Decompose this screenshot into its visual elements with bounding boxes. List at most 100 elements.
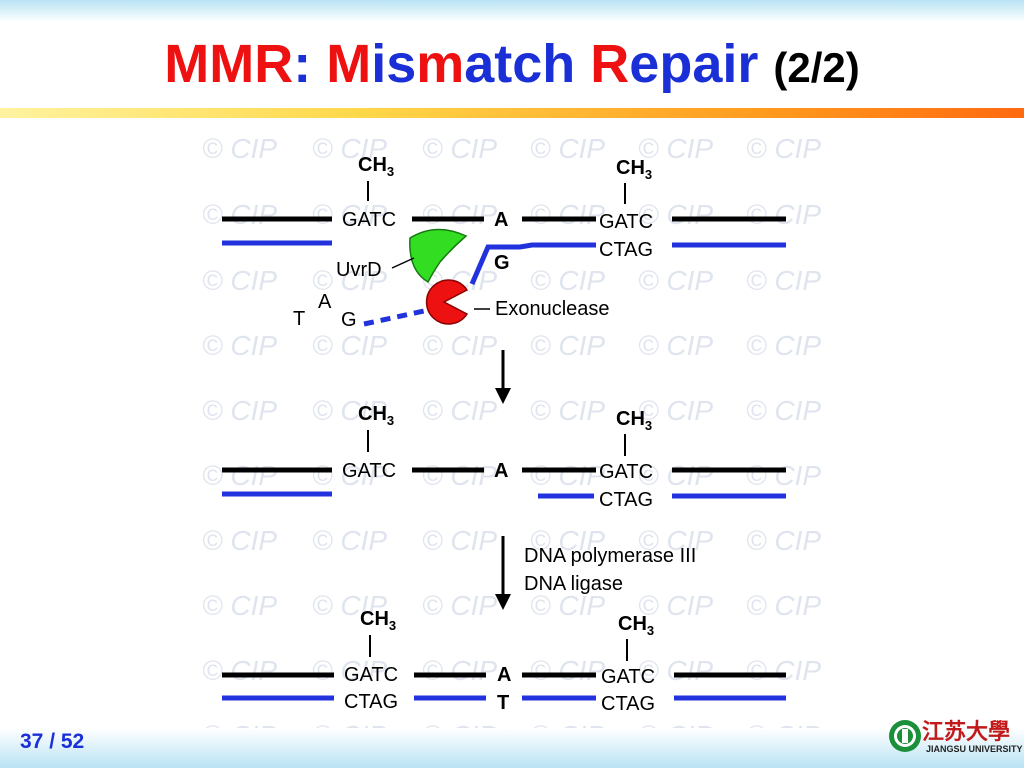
title-epair: epair xyxy=(629,34,759,94)
title-mmr: MMR xyxy=(164,34,294,94)
title-colon: : xyxy=(293,34,327,94)
base-a-label: A xyxy=(497,664,511,686)
watermark-text: © CIP xyxy=(530,655,605,686)
university-logo-icon xyxy=(889,720,921,752)
watermark-text: © CIP xyxy=(746,330,821,361)
watermark-text: © CIP xyxy=(638,330,713,361)
watermark-text: © CIP xyxy=(638,655,713,686)
ctag-label: CTAG xyxy=(344,691,398,713)
watermark-text: © CIP xyxy=(202,133,277,164)
watermark-text: © CIP xyxy=(312,655,387,686)
displaced-strand xyxy=(469,242,596,285)
base-t-label: T xyxy=(497,692,509,714)
methyl-label: CH3 xyxy=(358,154,394,179)
watermark-text: © CIP xyxy=(312,265,387,296)
panel-1: CH3 GATC A CH3 GATC CTAG G UvrD Exonucle… xyxy=(222,154,786,331)
title-m2: m xyxy=(416,34,465,94)
watermark-text: © CIP xyxy=(422,330,497,361)
watermark-text: © CIP xyxy=(422,133,497,164)
watermark-text: © CIP xyxy=(746,525,821,556)
base-a-label: A xyxy=(494,460,508,482)
watermark-text: © CIP xyxy=(638,133,713,164)
gatc-label: GATC xyxy=(342,460,396,482)
watermark-text: © CIP xyxy=(422,395,497,426)
watermark-text: © CIP xyxy=(638,199,713,230)
watermark-text: © CIP xyxy=(530,525,605,556)
panel-3: CH3 GATC A CH3 GATC CTAG T CTAG xyxy=(222,608,786,715)
gatc-label: GATC xyxy=(599,211,653,233)
watermark-text: © CIP xyxy=(202,265,277,296)
arrow-head xyxy=(495,594,511,610)
watermark-text: © CIP xyxy=(202,525,277,556)
watermark-text: © CIP xyxy=(530,460,605,491)
watermark-text: © CIP xyxy=(530,395,605,426)
watermark-text: © CIP xyxy=(638,395,713,426)
watermark-text: © CIP xyxy=(746,460,821,491)
panel-2: CH3 GATC A CH3 GATC CTAG xyxy=(222,403,786,511)
watermark-text: © CIP xyxy=(530,590,605,621)
watermark-text: © CIP xyxy=(746,133,821,164)
watermark-text: © CIP xyxy=(202,395,277,426)
watermark-text: © CIP xyxy=(312,395,387,426)
watermark-text: © CIP xyxy=(312,199,387,230)
watermark-text: © CIP xyxy=(312,590,387,621)
title-m: M xyxy=(326,34,372,94)
watermark-text: © CIP xyxy=(202,590,277,621)
gatc-label: GATC xyxy=(601,666,655,688)
step2-enzyme-label: DNA polymerase III xyxy=(524,545,696,567)
watermark-text: © CIP xyxy=(746,655,821,686)
base-g-label: G xyxy=(494,252,510,274)
methyl-label: CH3 xyxy=(616,157,652,182)
watermark-text: © CIP xyxy=(312,525,387,556)
gatc-label: GATC xyxy=(342,209,396,231)
methyl-label: CH3 xyxy=(618,613,654,638)
watermark-text: © CIP xyxy=(422,460,497,491)
watermark-text: © CIP xyxy=(746,395,821,426)
university-logo: 江苏大學 JIANGSU UNIVERSITY xyxy=(888,712,1023,762)
ctag-label: CTAG xyxy=(599,239,653,261)
page-title: MMR: Mismatch Repair (2/2) xyxy=(0,28,1024,104)
ctag-label: CTAG xyxy=(599,489,653,511)
watermark-text: © CIP xyxy=(202,199,277,230)
watermark-text: © CIP xyxy=(530,330,605,361)
top-band xyxy=(0,0,1024,22)
watermark-text: © CIP xyxy=(422,590,497,621)
logo-english-text: JIANGSU UNIVERSITY xyxy=(926,744,1023,754)
gatc-label: GATC xyxy=(344,664,398,686)
fragment-a-label: A xyxy=(318,291,332,313)
gatc-label: GATC xyxy=(599,461,653,483)
base-a-label: A xyxy=(494,209,508,231)
bottom-band xyxy=(0,728,1024,768)
uvrd-icon xyxy=(409,228,468,284)
watermark-text: © CIP xyxy=(638,590,713,621)
watermark-text: © CIP xyxy=(746,265,821,296)
title-r: R xyxy=(590,34,630,94)
methyl-label: CH3 xyxy=(358,403,394,428)
watermark-text: © CIP xyxy=(202,655,277,686)
step2-ligase-label: DNA ligase xyxy=(524,573,623,595)
ctag-label: CTAG xyxy=(601,693,655,715)
watermark-text: © CIP xyxy=(312,133,387,164)
fragment-g-label: G xyxy=(341,309,357,331)
watermark-text: © CIP xyxy=(746,199,821,230)
watermark-text: © CIP xyxy=(530,133,605,164)
page-number: 37 / 52 xyxy=(20,730,85,753)
arrow-head xyxy=(495,388,511,404)
title-part: (2/2) xyxy=(773,44,860,91)
watermark-text: © CIP xyxy=(638,460,713,491)
uvrd-pointer xyxy=(391,257,415,269)
methyl-label: CH3 xyxy=(616,408,652,433)
logo-chinese-text: 江苏大學 xyxy=(922,719,1011,745)
released-fragment xyxy=(363,308,425,327)
watermark-text: © CIP xyxy=(312,460,387,491)
watermark-text: © CIP xyxy=(422,199,497,230)
watermark-text: © CIP xyxy=(422,525,497,556)
title-atch: atch xyxy=(464,34,591,94)
watermark-text: © CIP xyxy=(202,460,277,491)
watermark-grid: © CIP © CIP © CIP © CIP © CIP © CIP © CIP © CIP… xyxy=(202,133,821,751)
fragment-t-label: T xyxy=(293,308,305,330)
watermark-text: © CIP xyxy=(638,525,713,556)
watermark-text: © CIP xyxy=(202,330,277,361)
uvrd-label: UvrD xyxy=(336,259,382,281)
